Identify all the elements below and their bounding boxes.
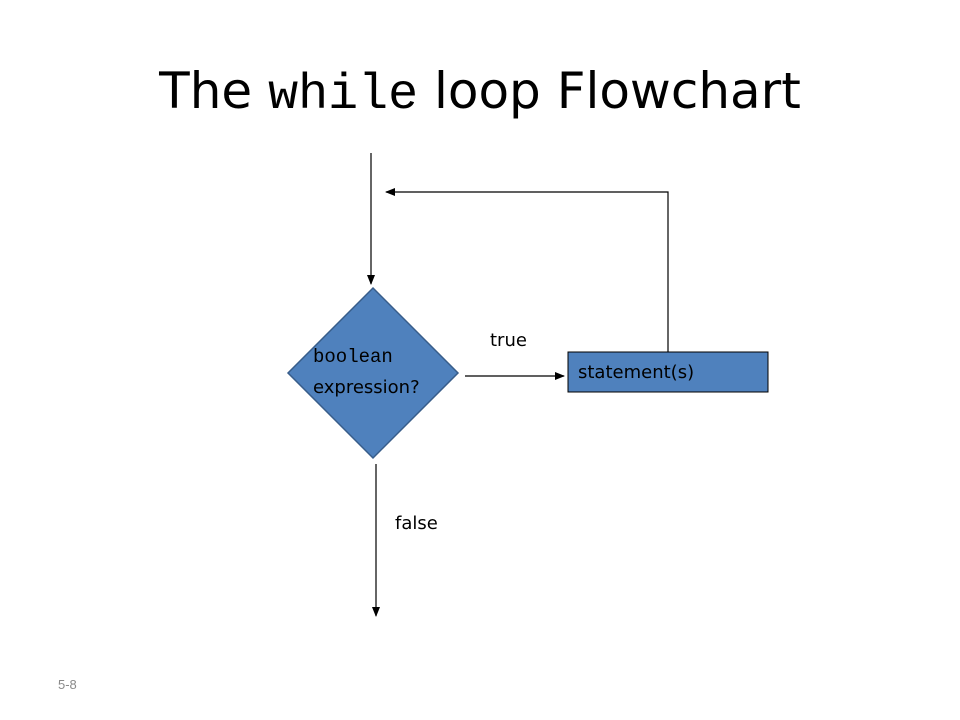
statement-label: statement(s): [578, 362, 695, 383]
false-label: false: [395, 513, 438, 534]
title-code: while: [268, 67, 419, 124]
decision-label-line2: expression?: [313, 377, 420, 398]
decision-label-line1: boolean: [313, 346, 393, 368]
title-before: The: [159, 62, 269, 120]
true-label: true: [490, 330, 527, 351]
title-after: loop Flowchart: [418, 62, 801, 120]
statement-box: [567, 351, 769, 393]
loop-back-arrow: [385, 188, 669, 352]
slide-number: 5-8: [58, 677, 77, 692]
decision-diamond: [286, 286, 460, 460]
page-title: The while loop Flowchart: [0, 56, 960, 131]
